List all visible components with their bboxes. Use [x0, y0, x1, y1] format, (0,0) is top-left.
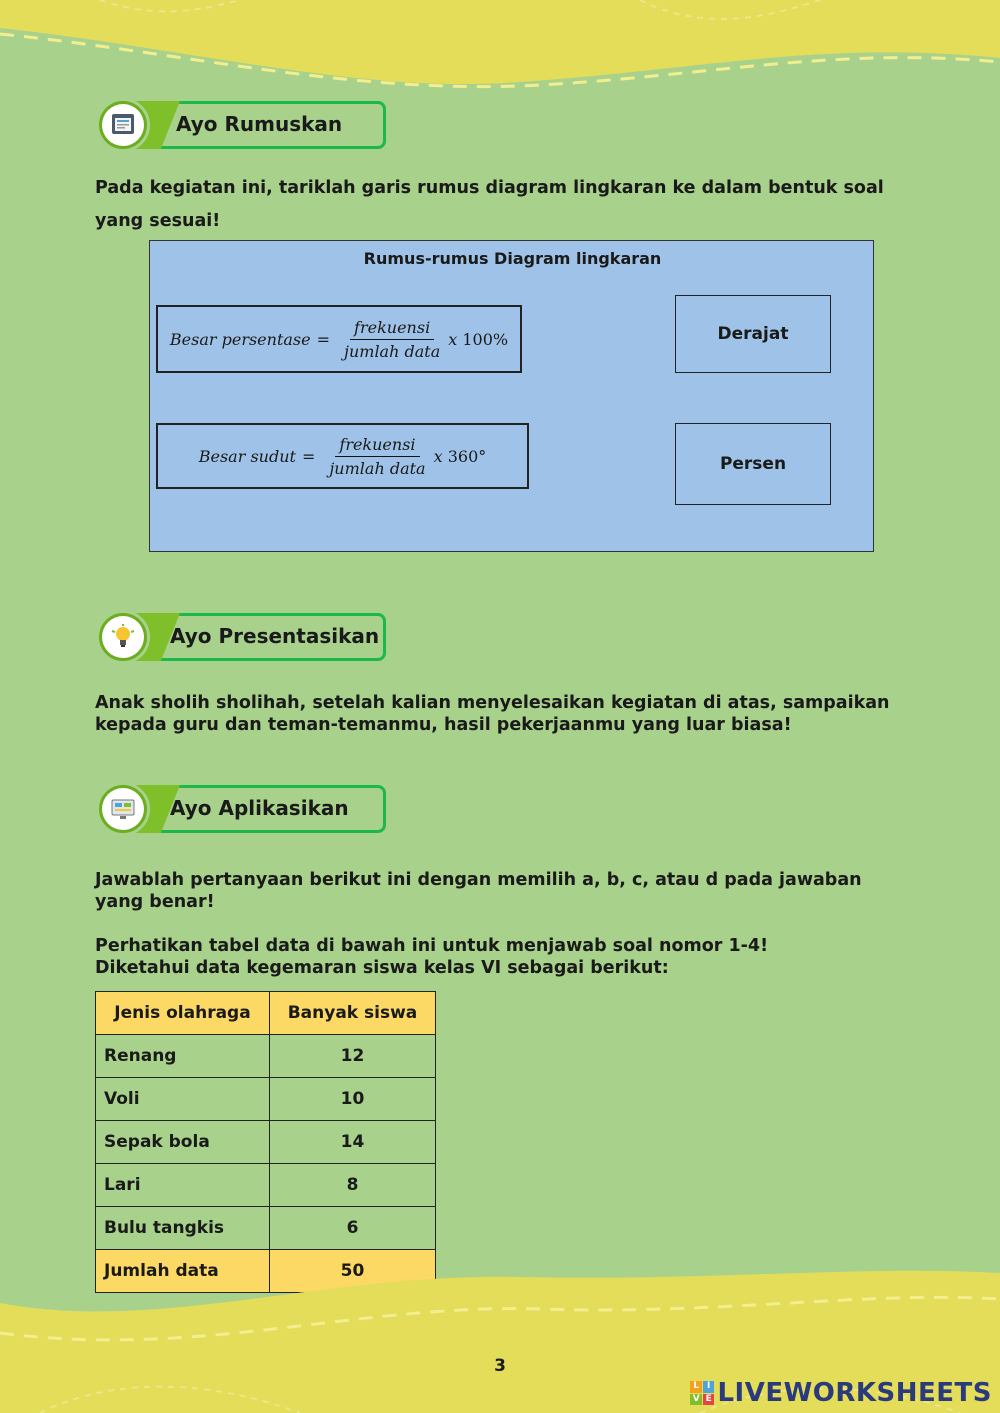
sports-data-table: Jenis olahraga Banyak siswa Renang 12 Vo… [95, 991, 436, 1293]
table-row: Voli 10 [95, 1077, 436, 1121]
aplikasikan-note-2: Diketahui data kegemaran siswa kelas VI … [95, 958, 669, 978]
document-screen-icon [102, 104, 144, 146]
section-title: Ayo Rumuskan [176, 112, 343, 136]
section-header-rumuskan: Ayo Rumuskan [96, 98, 386, 152]
table-cell-count: 12 [269, 1034, 436, 1078]
table-total-label: Jumlah data [95, 1249, 270, 1293]
header-badge [96, 98, 150, 152]
table-total-value: 50 [269, 1249, 436, 1293]
rumuskan-instruction: Pada kegiatan ini, tariklah garis rumus … [95, 178, 884, 231]
page-number: 3 [494, 1356, 506, 1376]
table-row: Bulu tangkis 6 [95, 1206, 436, 1250]
formula-multiplier: x 100% [448, 329, 509, 349]
table-cell-count: 8 [269, 1163, 436, 1207]
table-total-row: Jumlah data 50 [95, 1249, 436, 1293]
lightbulb-icon [102, 616, 144, 658]
formula-denominator: jumlah data [344, 341, 441, 361]
table-cell-count: 10 [269, 1077, 436, 1121]
table-row: Renang 12 [95, 1034, 436, 1078]
table-cell-sport: Lari [95, 1163, 270, 1207]
formula-equals: = [316, 329, 330, 349]
formula-angle[interactable]: Besar sudut = frekuensi jumlah data x 36… [156, 423, 529, 489]
answer-box-derajat[interactable]: Derajat [675, 295, 831, 373]
section-header-aplikasikan: Ayo Aplikasikan [96, 782, 386, 836]
table-row: Lari 8 [95, 1163, 436, 1207]
presentasikan-text: Anak sholih sholihah, setelah kalian men… [95, 693, 890, 735]
table-cell-sport: Bulu tangkis [95, 1206, 270, 1250]
liveworksheets-logo-icon: L I V E [690, 1381, 715, 1405]
section-title: Ayo Presentasikan [170, 624, 380, 648]
aplikasikan-note-1: Perhatikan tabel data di bawah ini untuk… [95, 936, 769, 956]
table-header-row: Jenis olahraga Banyak siswa [95, 991, 436, 1035]
formula-denominator: jumlah data [329, 458, 426, 478]
formula-numerator: frekuensi [335, 435, 420, 457]
formula-fraction: frekuensi jumlah data [340, 318, 444, 361]
table-cell-count: 6 [269, 1206, 436, 1250]
header-badge [96, 610, 150, 664]
section-header-presentasikan: Ayo Presentasikan [96, 610, 386, 664]
aplikasikan-instruction: Jawablah pertanyaan berikut ini dengan m… [95, 870, 862, 912]
table-row: Sepak bola 14 [95, 1120, 436, 1164]
formula-panel-title: Rumus-rumus Diagram lingkaran [363, 249, 662, 268]
table-header-cell: Jenis olahraga [95, 991, 270, 1035]
formula-fraction: frekuensi jumlah data [325, 435, 429, 478]
formula-percentage[interactable]: Besar persentase = frekuensi jumlah data… [156, 305, 522, 373]
liveworksheets-logo[interactable]: L I V E LIVEWORKSHEETS [690, 1378, 992, 1408]
formula-equals: = [301, 446, 316, 466]
answer-box-persen[interactable]: Persen [675, 423, 831, 505]
table-cell-sport: Renang [95, 1034, 270, 1078]
header-badge [96, 782, 150, 836]
table-cell-sport: Voli [95, 1077, 270, 1121]
formula-panel: Rumus-rumus Diagram lingkaran Besar pers… [149, 240, 874, 552]
formula-numerator: frekuensi [350, 318, 435, 340]
table-cell-count: 14 [269, 1120, 436, 1164]
table-cell-sport: Sepak bola [95, 1120, 270, 1164]
liveworksheets-logo-text: LIVEWORKSHEETS [717, 1378, 992, 1408]
formula-multiplier: x 360° [433, 446, 487, 466]
table-header-cell: Banyak siswa [269, 991, 436, 1035]
formula-lhs: Besar persentase [169, 329, 311, 349]
computer-apps-icon [102, 788, 144, 830]
formula-lhs: Besar sudut [198, 446, 296, 466]
section-title: Ayo Aplikasikan [170, 796, 349, 820]
